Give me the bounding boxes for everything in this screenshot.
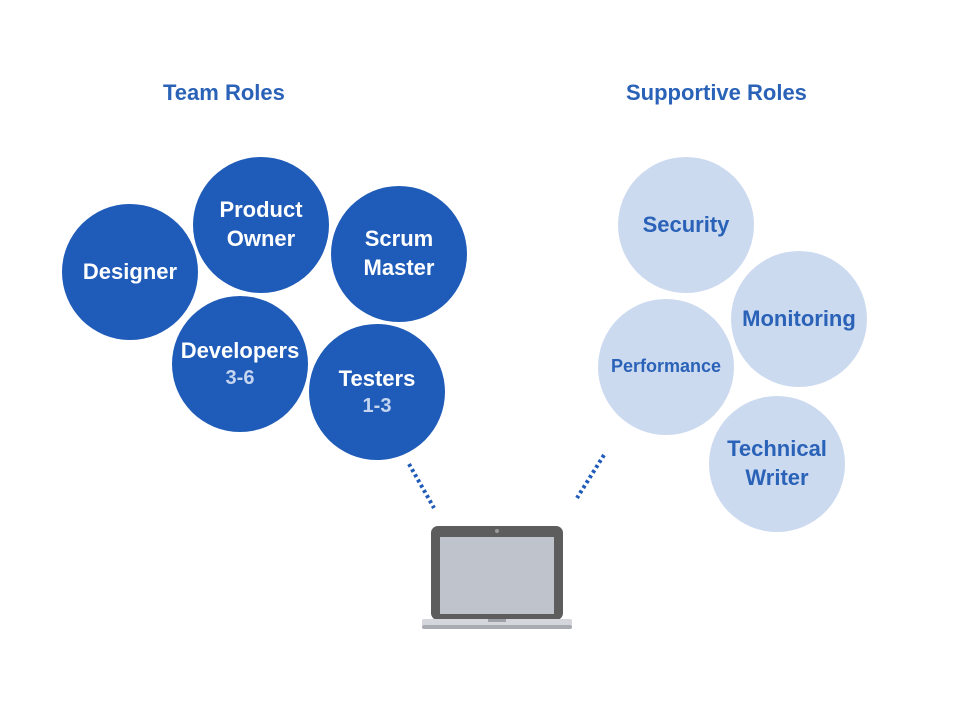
scrum-master-circle: Scrum Master <box>331 186 467 322</box>
team-roles-heading: Team Roles <box>163 80 285 105</box>
testers-circle: Testers 1-3 <box>309 324 445 460</box>
product-owner-label-line2: Owner <box>226 226 296 251</box>
performance-circle: Performance <box>598 299 734 435</box>
developers-circle: Developers 3-6 <box>172 296 308 432</box>
testers-label: Testers <box>338 365 416 391</box>
designer-circle: Designer <box>62 204 198 340</box>
scrum-master-label-line1: Scrum <box>364 226 434 252</box>
monitoring-circle: Monitoring <box>731 251 867 387</box>
designer-label: Designer <box>82 258 178 284</box>
testers-count: 1-3 <box>362 395 392 418</box>
supportive-roles-heading: Supportive Roles <box>626 80 807 105</box>
performance-label: Performance <box>610 356 722 377</box>
team-connector-line <box>407 463 436 509</box>
developers-count: 3-6 <box>225 367 255 390</box>
monitoring-label: Monitoring <box>742 305 856 331</box>
technical-writer-circle: Technical Writer <box>709 396 845 532</box>
laptop-icon <box>422 526 572 629</box>
technical-writer-label-line2: Writer <box>745 465 809 490</box>
technical-writer-label-line1: Technical <box>727 436 827 462</box>
security-circle: Security <box>618 157 754 293</box>
security-label: Security <box>642 211 730 237</box>
developers-label: Developers <box>180 337 300 363</box>
support-connector-line <box>575 453 606 500</box>
product-owner-circle: Product Owner <box>193 157 329 293</box>
scrum-master-label-line2: Master <box>363 255 435 280</box>
product-owner-label-line1: Product <box>219 197 303 223</box>
